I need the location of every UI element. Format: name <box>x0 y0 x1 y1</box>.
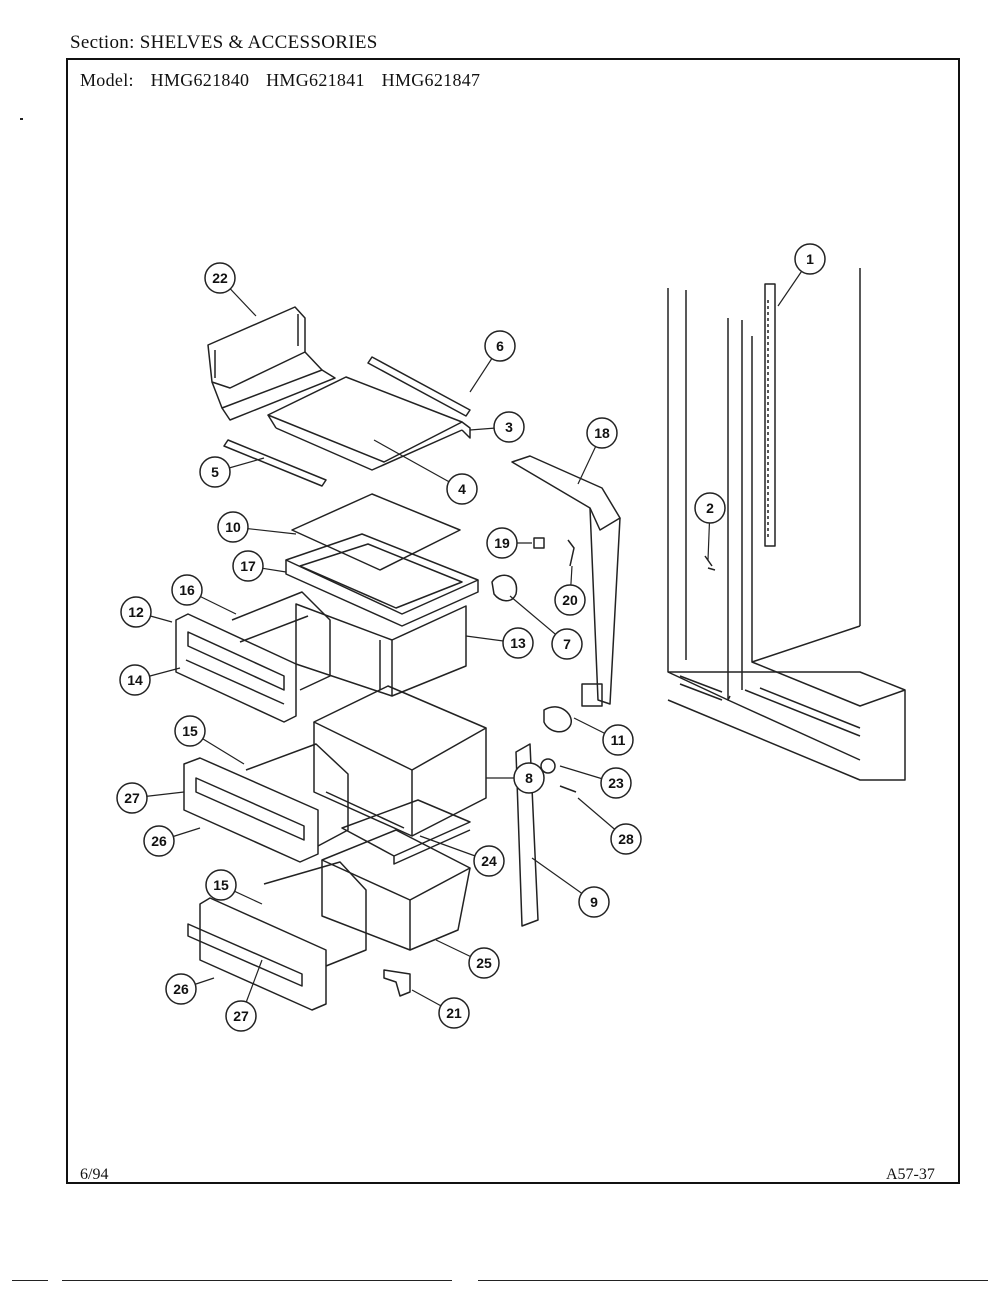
callout-23: 23 <box>600 767 632 799</box>
callout-26: 26 <box>165 973 197 1005</box>
svg-text:2: 2 <box>706 500 714 516</box>
callout-3: 3 <box>493 411 525 443</box>
callout-25: 25 <box>468 947 500 979</box>
scan-line <box>62 1280 452 1281</box>
crisper-pan <box>295 603 467 697</box>
callout-8: 8 <box>513 762 545 794</box>
revision-date: 6/94 <box>80 1166 109 1183</box>
section-title: Section: SHELVES & ACCESSORIES <box>70 32 378 53</box>
callout-26: 26 <box>143 825 175 857</box>
callout-15: 15 <box>174 715 206 747</box>
page-code: A57-37 <box>886 1166 935 1183</box>
svg-text:8: 8 <box>525 770 533 786</box>
model-label: Model: <box>80 70 134 90</box>
callout-1: 1 <box>794 243 826 275</box>
svg-text:18: 18 <box>594 425 610 441</box>
svg-text:6: 6 <box>496 338 504 354</box>
cabinet-outline <box>667 268 906 781</box>
svg-text:27: 27 <box>124 790 140 806</box>
crisper-cover-frame <box>285 533 479 627</box>
callout-22: 22 <box>204 262 236 294</box>
svg-text:12: 12 <box>128 604 144 620</box>
svg-text:4: 4 <box>458 481 466 497</box>
model-number: HMG621841 <box>266 70 365 90</box>
model-number: HMG621840 <box>150 70 250 90</box>
callout-18: 18 <box>586 417 618 449</box>
callout-17: 17 <box>232 550 264 582</box>
svg-text:26: 26 <box>151 833 167 849</box>
callout-15: 15 <box>205 869 237 901</box>
svg-text:5: 5 <box>211 464 219 480</box>
bottom-pan <box>321 829 471 951</box>
scan-mark <box>20 118 23 120</box>
vertical-rail <box>515 743 539 927</box>
callout-11: 11 <box>602 724 634 756</box>
svg-text:19: 19 <box>494 535 510 551</box>
callout-9: 9 <box>578 886 610 918</box>
svg-text:13: 13 <box>510 635 526 651</box>
svg-text:21: 21 <box>446 1005 462 1021</box>
svg-text:28: 28 <box>618 831 634 847</box>
model-number: HMG621847 <box>381 70 481 90</box>
upper-drawer-assembly <box>175 591 331 723</box>
scan-line <box>12 1280 48 1281</box>
lower-drawer-assembly <box>187 861 367 1011</box>
callout-12: 12 <box>120 596 152 628</box>
svg-text:24: 24 <box>481 853 497 869</box>
svg-text:3: 3 <box>505 419 513 435</box>
svg-text:15: 15 <box>182 723 198 739</box>
scan-line <box>478 1280 988 1281</box>
svg-text:1: 1 <box>806 251 814 267</box>
deli-drawer <box>313 685 487 837</box>
callout-5: 5 <box>199 456 231 488</box>
svg-text:27: 27 <box>233 1008 249 1024</box>
support-bar <box>511 455 621 707</box>
ladder-rail <box>764 283 776 547</box>
svg-text:16: 16 <box>179 582 195 598</box>
part-callouts: 1 2 3 4 5 6 7 8 9 10 11 12 13 14 15 15 1… <box>116 243 826 1032</box>
top-shelf-bracket <box>207 306 336 421</box>
svg-text:17: 17 <box>240 558 256 574</box>
svg-text:22: 22 <box>212 270 228 286</box>
callout-24: 24 <box>473 845 505 877</box>
glass-shelf <box>267 376 471 471</box>
shelf-rail <box>223 439 327 487</box>
svg-text:14: 14 <box>127 672 143 688</box>
middle-drawer-assembly <box>183 743 349 863</box>
leader-lines <box>131 258 811 1017</box>
callout-27: 27 <box>225 1000 257 1032</box>
callout-7: 7 <box>551 628 583 660</box>
small-hardware <box>491 537 577 793</box>
svg-text:25: 25 <box>476 955 492 971</box>
shelf-trim <box>367 356 471 417</box>
callout-19: 19 <box>486 527 518 559</box>
svg-text:10: 10 <box>225 519 241 535</box>
svg-text:20: 20 <box>562 592 578 608</box>
svg-text:11: 11 <box>611 732 626 748</box>
callout-16: 16 <box>171 574 203 606</box>
svg-text:7: 7 <box>563 636 571 652</box>
callout-27: 27 <box>116 782 148 814</box>
svg-text:9: 9 <box>590 894 598 910</box>
callout-28: 28 <box>610 823 642 855</box>
drawer-cover <box>341 799 471 865</box>
callout-4: 4 <box>446 473 478 505</box>
callout-2: 2 <box>694 492 726 524</box>
callout-20: 20 <box>554 584 586 616</box>
svg-text:26: 26 <box>173 981 189 997</box>
screw <box>704 555 716 571</box>
clip <box>383 969 411 997</box>
svg-text:23: 23 <box>608 775 624 791</box>
diagram-frame <box>66 58 960 1184</box>
callout-14: 14 <box>119 664 151 696</box>
svg-text:15: 15 <box>213 877 229 893</box>
crisper-glass-top <box>291 493 461 571</box>
callout-13: 13 <box>502 627 534 659</box>
model-line: Model: HMG621840 HMG621841 HMG621847 <box>80 70 480 91</box>
callout-21: 21 <box>438 997 470 1029</box>
callout-6: 6 <box>484 330 516 362</box>
callout-10: 10 <box>217 511 249 543</box>
